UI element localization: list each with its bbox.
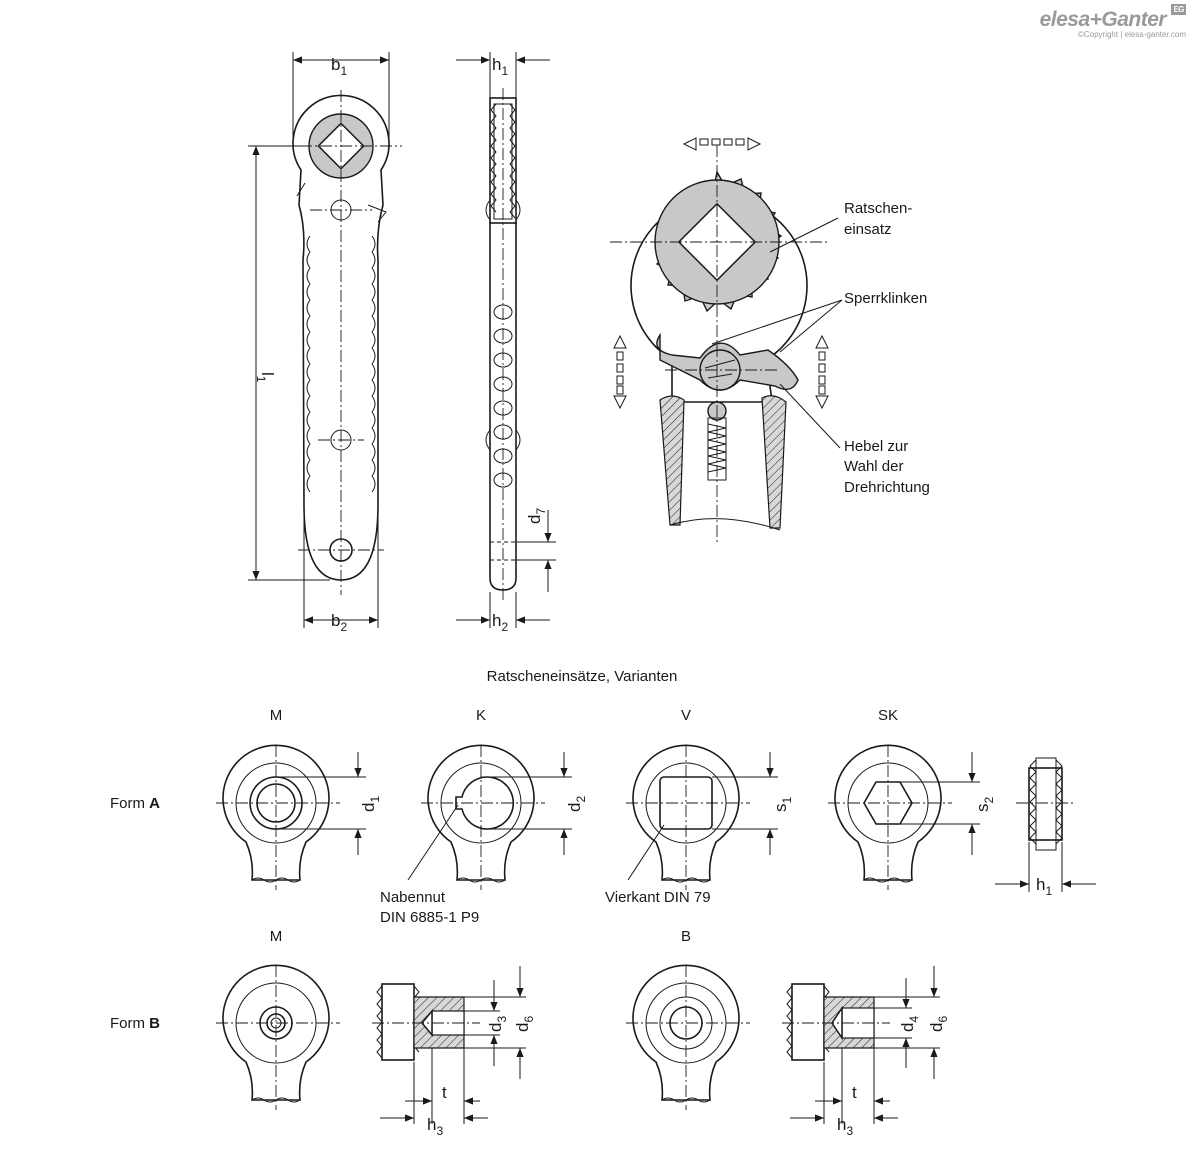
dim-h1-insert: h1 xyxy=(1036,875,1052,898)
wrench-front-view xyxy=(248,52,402,628)
dim-b1: b1 xyxy=(331,55,347,78)
column-label-v: V xyxy=(681,707,691,724)
callout-ratchet-insert-line2: einsatz xyxy=(844,221,892,238)
dim-d6-b: d6 xyxy=(927,1016,950,1032)
dim-h3-b: h3 xyxy=(837,1115,853,1138)
copyright-text: ©Copyright | elesa-ganter.com xyxy=(1077,30,1186,39)
dim-d7: d7 xyxy=(525,508,548,524)
dim-t-m: t xyxy=(442,1083,447,1102)
dim-d2: d2 xyxy=(565,796,588,812)
variant-a-m xyxy=(216,744,366,890)
variant-a-sk xyxy=(828,744,980,890)
dim-s2: s2 xyxy=(973,797,996,813)
brand-name: elesa+Ganter EG xyxy=(1039,4,1186,32)
variant-b-b-front xyxy=(626,964,750,1110)
variant-a-v xyxy=(626,744,778,890)
variant-b-m-section xyxy=(372,966,526,1124)
dim-b2: b2 xyxy=(331,611,347,634)
dim-s1: s1 xyxy=(771,797,794,813)
callout-lever-line2: Wahl der xyxy=(844,458,903,475)
dim-h3-m: h3 xyxy=(427,1115,443,1138)
brand-badge: EG xyxy=(1171,4,1186,15)
variant-b-b-section xyxy=(782,966,940,1124)
callout-square: Vierkant DIN 79 xyxy=(605,889,711,906)
brand-logo: elesa+Ganter EG ©Copyright | elesa-gante… xyxy=(1039,4,1186,39)
variant-a-side-insert xyxy=(995,757,1096,892)
row-label-form-b: Form B xyxy=(110,1015,160,1032)
dim-h1: h1 xyxy=(492,55,508,78)
variant-a-k xyxy=(407,744,572,890)
callout-keyway-line1: Nabennut xyxy=(380,889,446,906)
column-label-m-form-b: M xyxy=(270,928,283,945)
column-label-b: B xyxy=(681,928,691,945)
variant-b-m-front xyxy=(216,964,340,1110)
callout-lever-line3: Drehrichtung xyxy=(844,479,930,496)
dim-h2: h2 xyxy=(492,611,508,634)
callout-pawls: Sperrklinken xyxy=(844,290,927,307)
callout-keyway-line2: DIN 6885-1 P9 xyxy=(380,909,479,926)
row-label-form-a: Form A xyxy=(110,795,160,812)
ratchet-detail-view xyxy=(610,137,843,545)
dim-d4: d4 xyxy=(898,1016,921,1032)
callout-lever-line1: Hebel zur xyxy=(844,438,908,455)
column-label-m: M xyxy=(270,707,283,724)
dim-l1: l1 xyxy=(254,372,277,383)
dim-d1: d1 xyxy=(359,796,382,812)
brand-text: elesa+Ganter xyxy=(1039,8,1167,31)
callout-ratchet-insert-line1: Ratschen- xyxy=(844,200,912,217)
dim-t-b: t xyxy=(852,1083,857,1102)
variants-heading: Ratscheneinsätze, Varianten xyxy=(487,668,678,685)
dim-d6-m: d6 xyxy=(513,1016,536,1032)
wrench-side-view xyxy=(456,52,556,628)
column-label-sk: SK xyxy=(878,707,898,724)
column-label-k: K xyxy=(476,707,486,724)
dim-d3: d3 xyxy=(486,1016,509,1032)
